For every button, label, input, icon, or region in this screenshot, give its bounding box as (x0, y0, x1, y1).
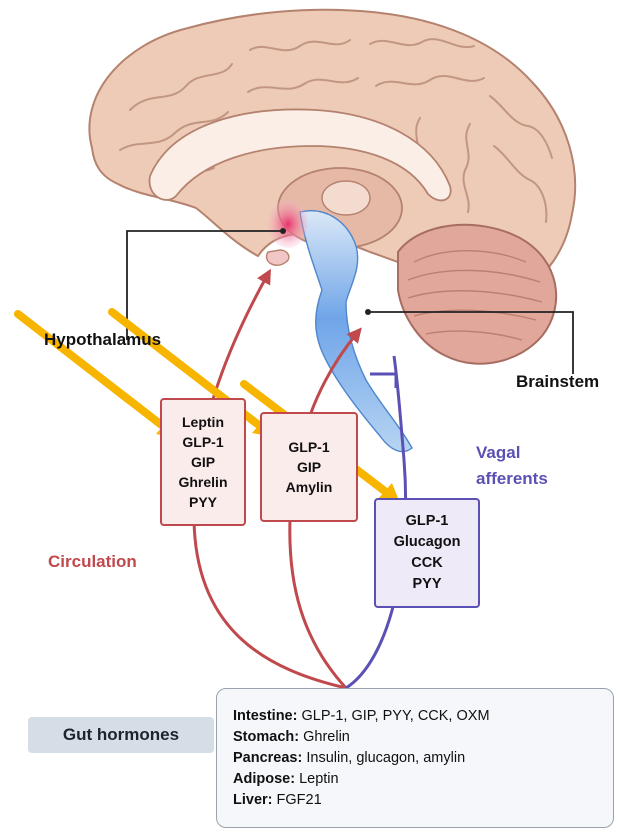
brainstem-label: Brainstem (516, 372, 599, 392)
source-hormones: Leptin (299, 771, 339, 787)
hormone-item: GIP (297, 457, 321, 477)
vagal-afferents-label: Vagal afferents (476, 440, 548, 492)
hormone-item: CCK (411, 553, 442, 574)
circulation-hormones-box-middle: GLP-1 GIP Amylin (260, 412, 358, 522)
source-hormones: FGF21 (277, 792, 322, 808)
hypothalamus-region (268, 200, 308, 248)
source-row-intestine: Intestine: GLP-1, GIP, PYY, CCK, OXM (233, 706, 613, 727)
hormone-item: Amylin (286, 477, 333, 497)
vagal-hormones-box: GLP-1 Glucagon CCK PYY (374, 498, 480, 608)
pituitary (267, 250, 289, 265)
hypothalamus-label: Hypothalamus (44, 330, 161, 350)
source-hormones: GLP-1, GIP, PYY, CCK, OXM (301, 708, 489, 724)
hormone-item: Leptin (182, 412, 224, 432)
vagal-afferents-line1: Vagal (476, 440, 548, 466)
circulation-label: Circulation (48, 552, 137, 572)
hormone-item: GLP-1 (406, 511, 449, 532)
hormone-item: PYY (189, 492, 217, 512)
hormone-sources-box: Intestine: GLP-1, GIP, PYY, CCK, OXM Sto… (216, 688, 614, 828)
source-hormones: Ghrelin (303, 729, 350, 745)
hormone-item: Ghrelin (178, 472, 227, 492)
hormone-item: GLP-1 (182, 432, 223, 452)
source-row-liver: Liver: FGF21 (233, 790, 613, 811)
source-organ: Stomach: (233, 729, 299, 745)
source-row-pancreas: Pancreas: Insulin, glucagon, amylin (233, 748, 613, 769)
source-organ: Adipose: (233, 771, 295, 787)
hypothalamus-dot (280, 228, 286, 234)
hormone-item: Glucagon (394, 532, 461, 553)
vagal-terminal (370, 374, 396, 388)
circulation-hormones-box-left: Leptin GLP-1 GIP Ghrelin PYY (160, 398, 246, 526)
source-row-stomach: Stomach: Ghrelin (233, 727, 613, 748)
source-hormones: Insulin, glucagon, amylin (306, 750, 465, 766)
source-row-adipose: Adipose: Leptin (233, 769, 613, 790)
hormone-item: PYY (412, 574, 441, 595)
hormone-item: GIP (191, 452, 215, 472)
source-organ: Liver: (233, 792, 273, 808)
brainstem-dot (365, 309, 371, 315)
hormone-item: GLP-1 (288, 437, 329, 457)
source-organ: Intestine: (233, 708, 297, 724)
thalamus-inner (322, 181, 370, 215)
source-organ: Pancreas: (233, 750, 302, 766)
vagal-afferents-line2: afferents (476, 466, 548, 492)
gut-hormones-tag: Gut hormones (28, 717, 214, 753)
